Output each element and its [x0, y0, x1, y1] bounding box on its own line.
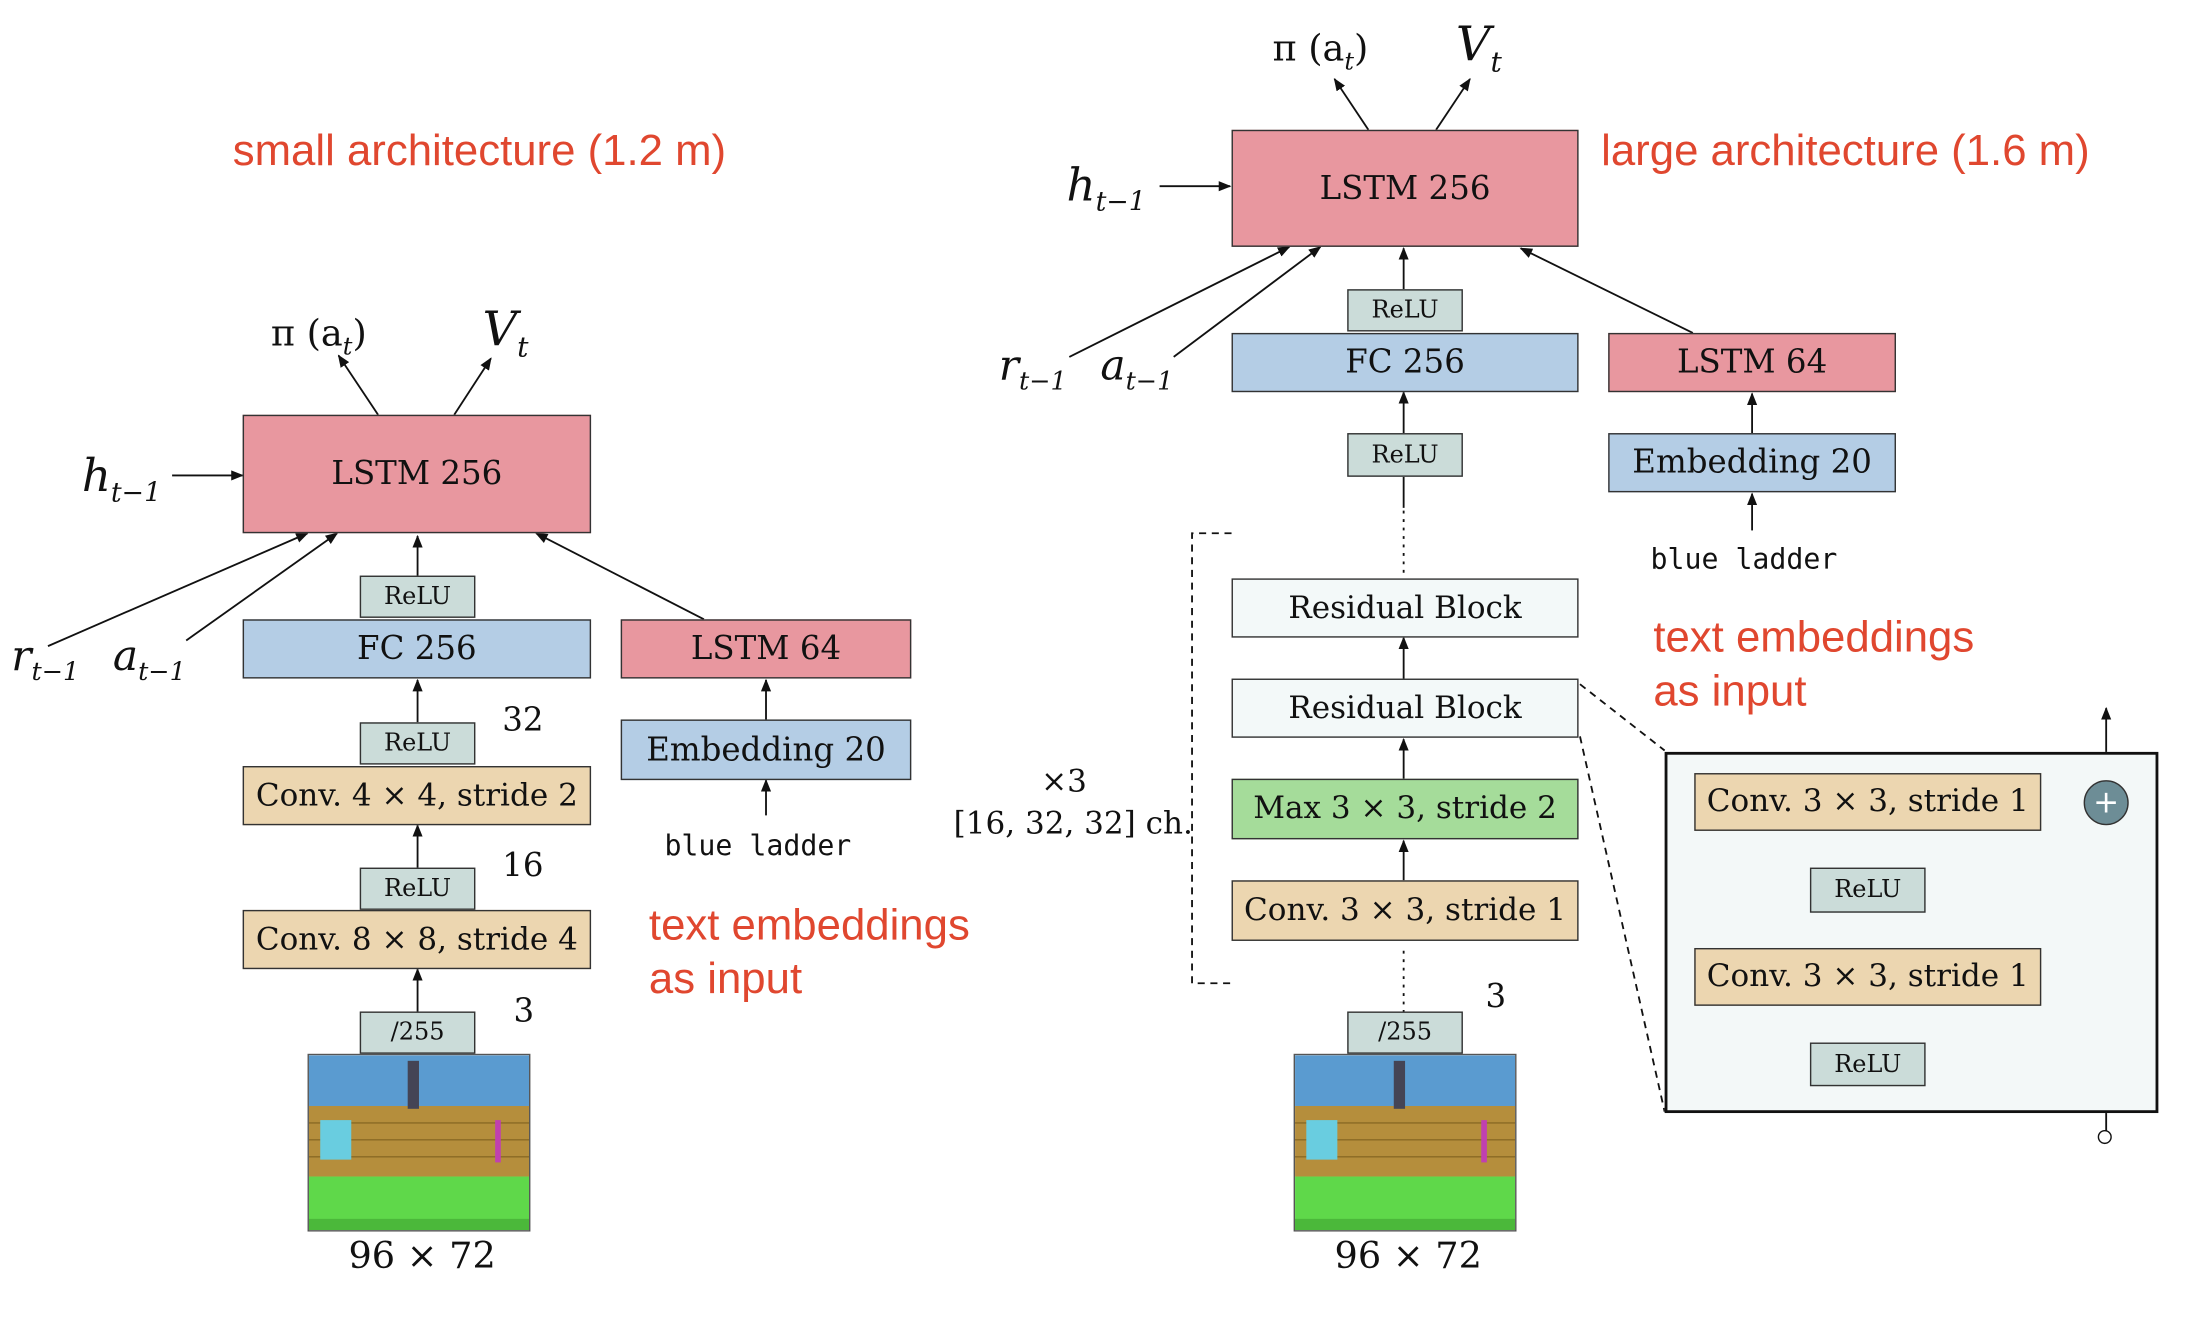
- small-normalize: /255: [359, 1011, 476, 1054]
- large-image-size: 96 × 72: [1334, 1235, 1482, 1279]
- small-relu-fc: ReLU: [359, 575, 476, 618]
- small-channels-32: 32: [502, 702, 544, 740]
- large-embedding-20: Embedding 20: [1608, 433, 1896, 493]
- small-channels-16: 16: [502, 847, 544, 885]
- large-residual-block-1: Residual Block: [1231, 678, 1579, 738]
- small-relu-conv1: ReLU: [359, 867, 476, 910]
- residual-input-terminal: [2097, 1129, 2112, 1145]
- large-relu-fc: ReLU: [1347, 433, 1463, 477]
- small-relu-conv2: ReLU: [359, 722, 476, 765]
- small-embedding-20: Embedding 20: [620, 719, 912, 781]
- small-lstm-64: LSTM 64: [620, 619, 912, 679]
- large-text-input: blue ladder: [1650, 541, 1838, 576]
- small-conv-8x8: Conv. 8 × 8, stride 4: [242, 909, 592, 970]
- small-fc-256: FC 256: [242, 619, 592, 679]
- detail-relu-bottom: ReLU: [1809, 1042, 1926, 1087]
- small-policy-output: π (at): [270, 313, 367, 362]
- small-observation-image: [307, 1053, 531, 1232]
- large-conv-3x3: Conv. 3 × 3, stride 1: [1231, 880, 1579, 941]
- small-action-input: at−1: [112, 631, 186, 688]
- small-channels-3: 3: [513, 993, 535, 1030]
- large-residual-block-2: Residual Block: [1231, 578, 1579, 638]
- large-lstm-256: LSTM 256: [1231, 129, 1579, 247]
- large-maxpool: Max 3 × 3, stride 2: [1231, 778, 1579, 840]
- large-value-output: Vt: [1455, 16, 1502, 79]
- small-text-input: blue ladder: [664, 828, 852, 862]
- detail-relu-mid: ReLU: [1809, 867, 1926, 913]
- large-fc-256: FC 256: [1231, 332, 1579, 393]
- large-architecture-title: large architecture (1.6 m): [1601, 125, 2090, 175]
- small-image-size: 96 × 72: [348, 1235, 496, 1279]
- small-reward-input: rt−1: [11, 631, 80, 688]
- large-policy-output: π (at): [1272, 28, 1369, 77]
- large-repeat-count: ×3: [1041, 764, 1087, 800]
- large-channels-3: 3: [1485, 979, 1507, 1016]
- large-hidden-state-input: ht−1: [1066, 157, 1146, 218]
- detail-conv-bottom: Conv. 3 × 3, stride 1: [1694, 947, 2042, 1006]
- detail-conv-top: Conv. 3 × 3, stride 1: [1694, 773, 2042, 831]
- small-architecture-title: small architecture (1.2 m): [232, 125, 727, 175]
- small-hidden-state-input: ht−1: [81, 448, 162, 509]
- large-normalize: /255: [1347, 1011, 1463, 1054]
- small-value-output: Vt: [482, 301, 529, 364]
- large-text-note: text embeddings as input: [1653, 612, 1975, 715]
- large-reward-input: rt−1: [998, 341, 1067, 397]
- small-lstm-256: LSTM 256: [242, 414, 592, 534]
- large-channel-list: [16, 32, 32] ch.: [953, 806, 1193, 843]
- large-action-input: at−1: [1100, 341, 1174, 397]
- residual-add-node: +: [2083, 780, 2129, 826]
- large-observation-image: [1293, 1053, 1517, 1232]
- large-relu-top: ReLU: [1347, 289, 1463, 332]
- small-conv-4x4: Conv. 4 × 4, stride 2: [242, 766, 592, 826]
- small-text-note: text embeddings as input: [648, 900, 970, 1003]
- large-lstm-64: LSTM 64: [1608, 332, 1896, 393]
